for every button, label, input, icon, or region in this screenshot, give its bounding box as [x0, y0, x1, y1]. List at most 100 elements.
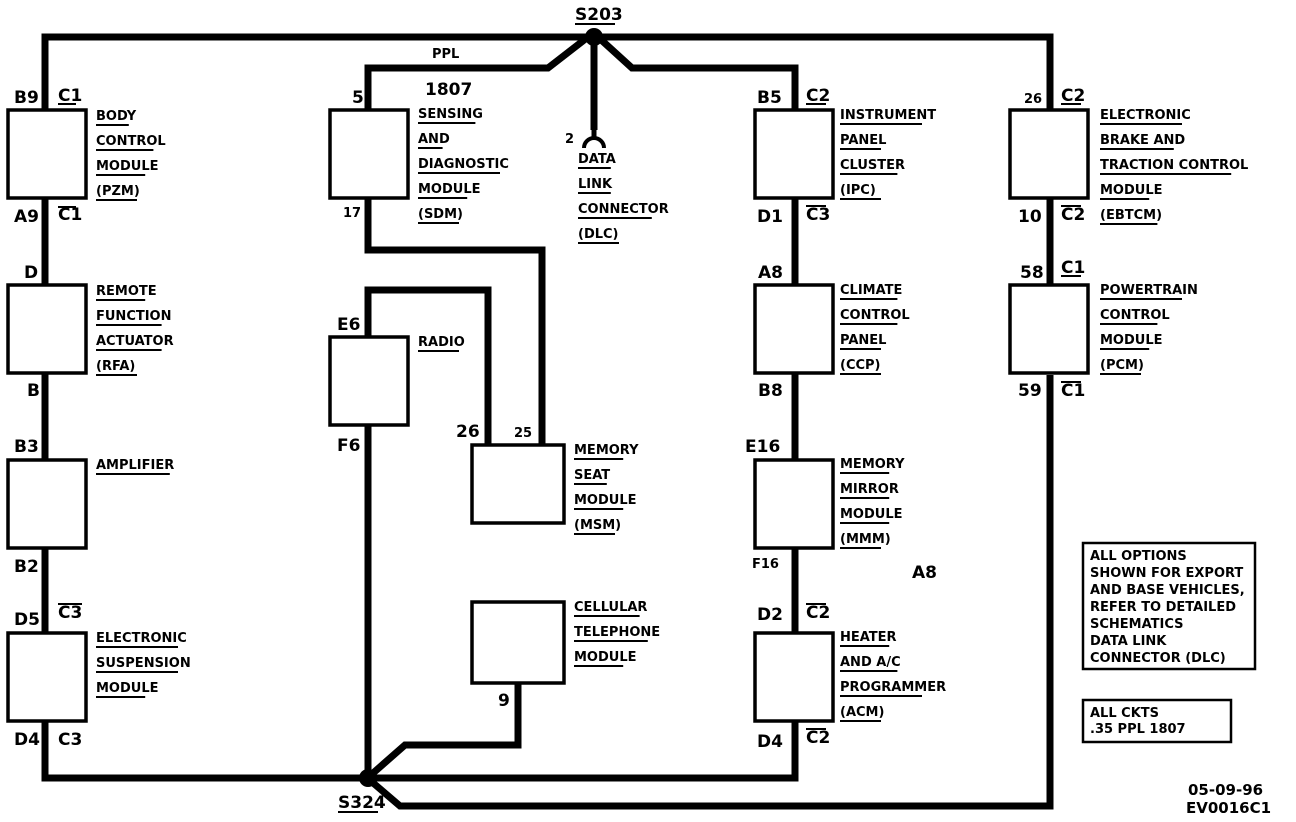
esm-conn-top: C3 — [58, 603, 82, 623]
acm-pin-top: D2 — [757, 605, 783, 625]
bcm-desc-line: BODY — [96, 109, 137, 124]
connector-underlines — [58, 103, 1081, 730]
pcm-desc-line: MODULE — [1100, 333, 1163, 348]
ccp-pin-bottom: B8 — [758, 381, 783, 401]
pcm-conn-bottom: C1 — [1061, 381, 1085, 401]
sdm-desc-line: SENSING — [418, 107, 483, 122]
esm-desc-line: SUSPENSION — [96, 656, 191, 671]
rfa-desc-line: FUNCTION — [96, 309, 172, 324]
dlc-desc-line: LINK — [578, 177, 613, 192]
dlc-desc-line: CONNECTOR — [578, 202, 669, 217]
acm-desc-line: (ACM) — [840, 705, 884, 720]
wire-circuit-label: 1807 — [425, 80, 472, 100]
mmm-pin-top: E16 — [745, 437, 780, 457]
esm-conn-bottom: C3 — [58, 730, 82, 750]
ipc-pin-bottom: D1 — [757, 207, 783, 227]
radio-pin-top: E6 — [337, 315, 360, 335]
wire-color-label: PPL — [432, 47, 459, 62]
rfa-desc-line: ACTUATOR — [96, 334, 174, 349]
msm-pin-a: 26 — [456, 422, 480, 442]
ccp-pin-top: A8 — [758, 263, 783, 283]
options-line: SHOWN FOR EXPORT — [1090, 566, 1243, 581]
esm-pin-bottom: D4 — [14, 730, 40, 750]
options-line: ALL OPTIONS — [1090, 549, 1187, 564]
ccp-box — [753, 283, 835, 375]
msm-box — [470, 443, 566, 525]
esm-box — [6, 631, 88, 723]
options-line: SCHEMATICS — [1090, 617, 1184, 632]
acm-conn-top: C2 — [806, 603, 830, 623]
rfa-desc-line: (RFA) — [96, 359, 135, 374]
mmm-desc-line: MODULE — [840, 507, 903, 522]
options-line: CONNECTOR (DLC) — [1090, 651, 1226, 666]
pin-labels: B9 C1 A9 C1 D B B3 B2 D5 C3 D4 C3 5 17 E… — [14, 86, 1085, 752]
rfa-pin-bottom: B — [27, 381, 40, 401]
footer-code: EV0016C1 — [1186, 799, 1271, 817]
pcm-conn-top: C1 — [1061, 258, 1085, 278]
acm-conn-bottom: C2 — [806, 728, 830, 748]
esm-pin-top: D5 — [14, 610, 40, 630]
sdm-desc-line: (SDM) — [418, 207, 463, 222]
dlc-desc-line: DATA — [578, 152, 616, 167]
ipc-desc-line: (IPC) — [840, 183, 876, 198]
amp-pin-top: B3 — [14, 437, 39, 457]
msm-desc-line: SEAT — [574, 468, 610, 483]
esm-desc-line: ELECTRONIC — [96, 631, 187, 646]
msm-desc-line: MODULE — [574, 493, 637, 508]
acm-desc-line: HEATER — [840, 630, 897, 645]
options-line: REFER TO DETAILED — [1090, 600, 1236, 615]
wire-sdm-msm — [364, 198, 546, 445]
wires — [41, 33, 1054, 810]
ipc-conn-bottom: C3 — [806, 205, 830, 225]
pcm-pin-bottom: 59 — [1018, 381, 1042, 401]
ebtcm-pin-top: 26 — [1024, 92, 1042, 107]
pcm-desc-line: (PCM) — [1100, 358, 1144, 373]
dlc-terminal — [582, 136, 606, 149]
options-note-box — [1081, 541, 1257, 671]
acm-box — [753, 631, 835, 723]
dlc-pin: 2 — [565, 132, 574, 147]
ipc-pin-top: B5 — [757, 88, 782, 108]
sdm-box — [328, 108, 410, 200]
sdm-pin-top: 5 — [352, 88, 364, 108]
dlc-desc-line: (DLC) — [578, 227, 619, 242]
wire-pcm-ground — [369, 375, 1054, 810]
wire-ipc-top — [595, 34, 799, 110]
acm-pin-bottom: D4 — [757, 732, 783, 752]
rfa-desc-line: REMOTE — [96, 284, 157, 299]
splice-s324 — [359, 769, 377, 787]
radio-desc-line: RADIO — [418, 335, 465, 350]
circuits-note: ALL CKTS.35 PPL 1807 — [1090, 706, 1186, 737]
rfa-pin-top: D — [24, 263, 38, 283]
mmm-desc-line: (MMM) — [840, 532, 891, 547]
bcm-pin-top: B9 — [14, 88, 39, 108]
wire-acm-ground — [372, 722, 799, 782]
cell-desc-line: MODULE — [574, 650, 637, 665]
circuits-line: .35 PPL 1807 — [1090, 722, 1186, 737]
ccp-desc-line: PANEL — [840, 333, 886, 348]
bcm-desc-line: (PZM) — [96, 184, 140, 199]
mmm-side-label: A8 — [912, 563, 937, 583]
ipc-box — [753, 108, 835, 200]
footer-date: 05-09-96 — [1188, 781, 1263, 799]
rfa-box — [6, 283, 88, 375]
ccp-desc-line: (CCP) — [840, 358, 881, 373]
wire-ppl-sdm — [364, 34, 591, 110]
pcm-desc-line: CONTROL — [1100, 308, 1170, 323]
bcm-desc-line: MODULE — [96, 159, 159, 174]
bcm-pin-bottom: A9 — [14, 207, 39, 227]
sdm-desc-line: MODULE — [418, 182, 481, 197]
sdm-pin-bottom: 17 — [343, 206, 361, 221]
ebtcm-pin-bottom: 10 — [1018, 207, 1042, 227]
splice-s203-label: S203 — [575, 5, 623, 25]
mmm-pin-bottom: F16 — [752, 557, 779, 572]
radio-pin-bottom: F6 — [337, 436, 360, 456]
ebtcm-conn-bottom: C2 — [1061, 205, 1085, 225]
pcm-desc-line: POWERTRAIN — [1100, 283, 1198, 298]
ipc-desc-line: INSTRUMENT — [840, 108, 936, 123]
amplifier-box — [6, 458, 88, 550]
sdm-desc-line: DIAGNOSTIC — [418, 157, 509, 172]
ebtcm-desc-line: ELECTRONIC — [1100, 108, 1191, 123]
bcm-conn-top: C1 — [58, 86, 82, 106]
